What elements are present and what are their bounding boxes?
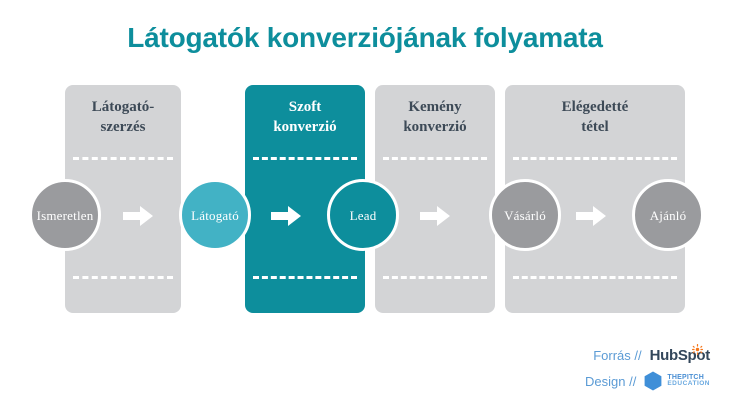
dashed-divider-bottom [253,276,357,279]
stage-panel-label: Látogató- szerzés [91,99,155,135]
stage-panel-label: Kemény konverzió [403,99,467,135]
flow-node-ismeretlen: Ismeretlen [29,179,101,251]
flow-node-latogato: Látogató [179,179,251,251]
thepitch-line2: EDUCATION [667,380,710,388]
stage-panel-label: Szoft konverzió [273,99,337,135]
flow-node-vasarlo: Vásárló [489,179,561,251]
hexagon-icon [644,371,662,391]
credit-row-design: Design // THEPITCH EDUCATION [490,368,710,394]
flow-node-label: Vásárló [504,207,546,223]
credits-block: Forrás // HubSp o t [490,342,710,394]
dashed-divider-top [383,157,487,160]
page-title: Látogatók konverziójának folyamata [127,22,603,53]
hubspot-sprocket-icon [692,342,703,360]
stage-panel-szoft-konverzio: Szoft konverzió [245,85,365,313]
arrow-lead-to-vasarlo-icon [420,206,450,226]
dashed-divider-top [253,157,357,160]
flow-node-label: Ismeretlen [36,207,94,223]
dashed-divider-bottom [383,276,487,279]
flow-node-label: Látogató [191,207,239,223]
flow-node-label: Lead [349,207,377,223]
design-label: Design // [585,373,637,389]
hubspot-wordmark-part1: HubSp [649,346,697,364]
hubspot-wordmark-o: o [696,346,706,364]
stage-panel-label: Elégedetté tétel [561,99,629,135]
hubspot-wordmark-part2: t [705,346,710,364]
credit-row-source: Forrás // HubSp o t [490,342,710,368]
dashed-divider-bottom [73,276,173,279]
flow-node-ajanlo: Ajánló [632,179,704,251]
arrow-ismeretlen-to-latogato-icon [123,206,153,226]
thepitch-wordmark: THEPITCH EDUCATION [667,374,710,388]
source-label: Forrás // [593,347,642,363]
thepitch-logo: THEPITCH EDUCATION [644,371,710,391]
flow-node-lead: Lead [327,179,399,251]
arrow-vasarlo-to-ajanlo-icon [576,206,606,226]
dashed-divider-top [73,157,173,160]
flow-node-label: Ajánló [649,207,687,223]
thepitch-line1: THEPITCH [667,373,704,381]
arrow-latogato-to-lead-icon [271,206,301,226]
hubspot-logo: HubSp o t [649,344,710,364]
dashed-divider-top [513,157,677,160]
dashed-divider-bottom [513,276,677,279]
